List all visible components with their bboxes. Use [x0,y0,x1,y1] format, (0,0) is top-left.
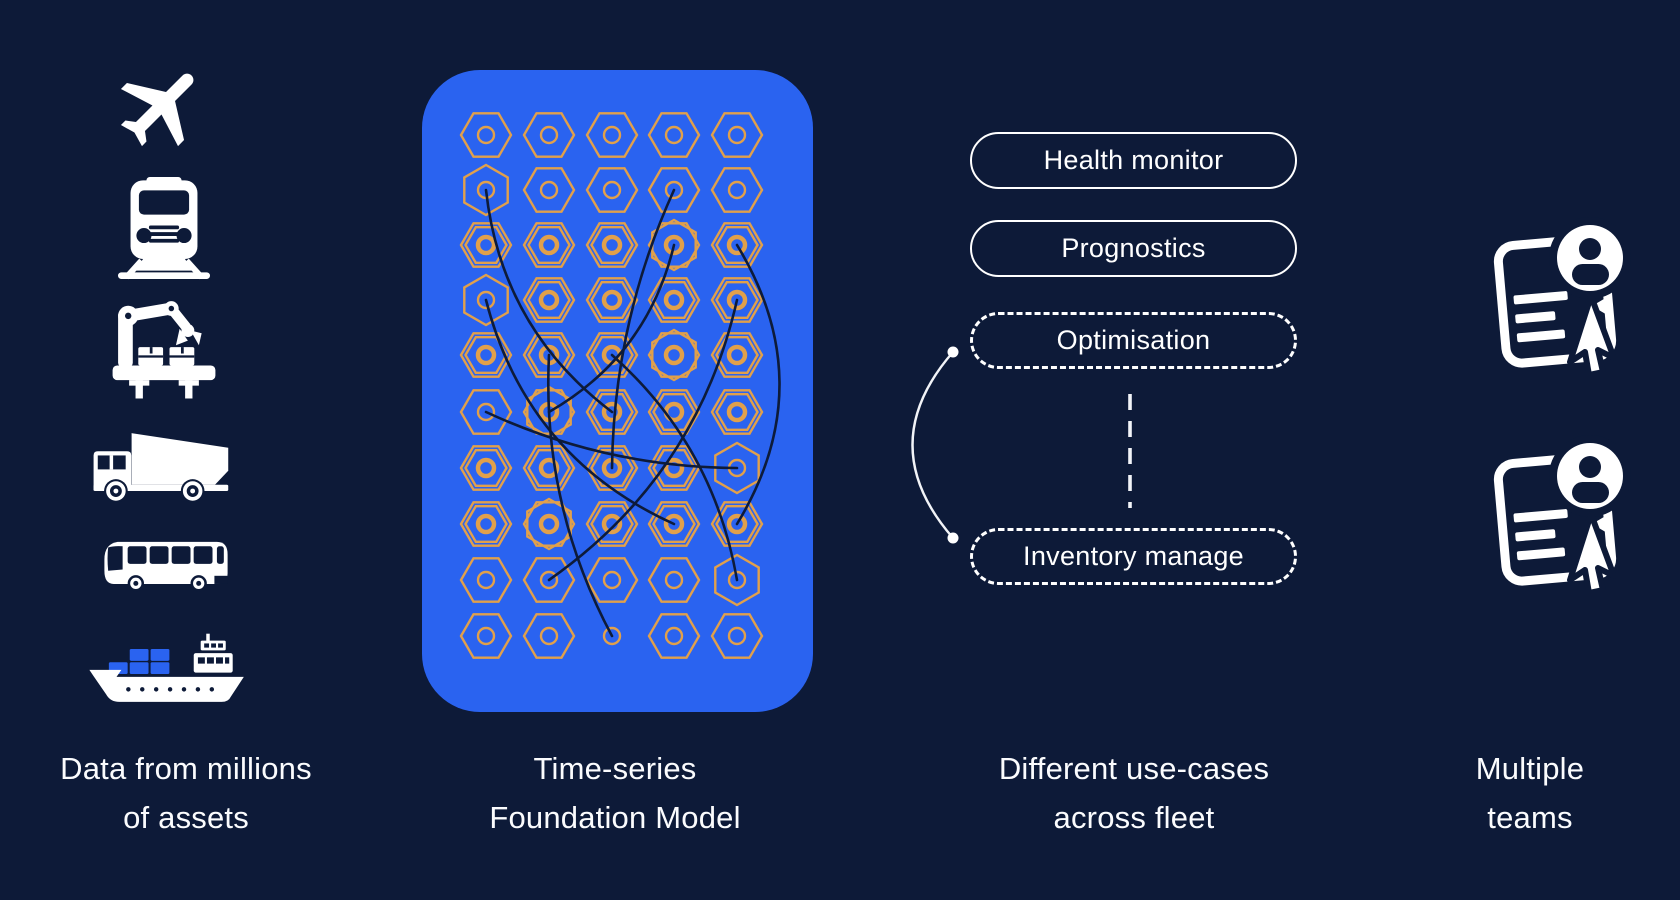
pill-optimisation[interactable]: Optimisation [970,312,1297,369]
caption-use-cases-line1: Different use-cases [998,751,1270,786]
airplane-icon [120,73,194,147]
caption-teams-line1: Multiple [1475,751,1585,786]
caption-teams: Multiple teams [1330,744,1680,842]
team-card-icon [1493,435,1631,590]
pill-health-monitor[interactable]: Health monitor [970,132,1297,189]
caption-assets-line2: of assets [123,800,249,835]
caption-assets: Data from millions of assets [0,744,386,842]
robot-arm-icon [112,301,216,399]
connection-lines [484,188,781,638]
use-case-connector [911,346,1132,544]
caption-model: Time-series Foundation Model [415,744,815,842]
profile-card-with-cursor [1493,435,1631,590]
profile-card-with-cursor [1493,217,1631,372]
caption-assets-line1: Data from millions [60,751,312,786]
bus-icon [104,541,228,592]
connector-dot [947,532,959,544]
caption-teams-line2: teams [1487,800,1573,835]
caption-model-line2: Foundation Model [489,800,741,835]
truck-icon [93,433,229,503]
caption-model-line1: Time-series [533,751,697,786]
pill-prognostics[interactable]: Prognostics [970,220,1297,277]
foundation-model-panel [422,70,813,712]
team-card-icon [1493,217,1631,372]
cargo-ship-icon [89,633,244,702]
caption-use-cases: Different use-cases across fleet [934,744,1334,842]
caption-use-cases-line2: across fleet [1053,800,1215,835]
train-icon [118,176,210,280]
hex-grid [459,112,764,659]
pill-inventory-manage[interactable]: Inventory manage [970,528,1297,585]
connector-dot [947,346,959,358]
